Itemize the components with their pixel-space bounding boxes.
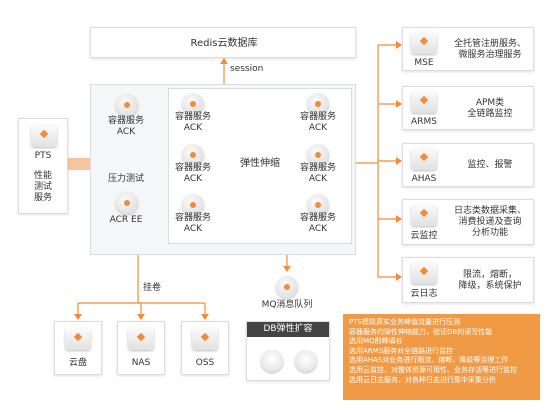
db-title-bar <box>247 322 329 337</box>
ack-icon <box>182 194 204 216</box>
ack-icon <box>307 93 329 115</box>
acr-icon <box>116 192 138 214</box>
storage-label: OSS <box>195 358 215 368</box>
pressure-test-label: 压力测试 <box>107 174 144 184</box>
note-line: 选用云日志服务，对各种日志进行集中采集分析 <box>349 375 496 384</box>
service-cloud-monitor: 云监控 日志类数据采集、 消费投递及查询 分析功能 <box>402 199 534 245</box>
left-ack-icon <box>116 94 138 116</box>
service-desc: 日志类数据采集、 消费投递及查询 分析功能 <box>453 206 526 238</box>
left-ack-label: 容器服务 ACK <box>107 116 144 137</box>
db-instance-icon <box>261 350 283 372</box>
storage-label: NAS <box>131 358 151 368</box>
ack-label: 容器服务 ACK <box>299 112 336 133</box>
mse-icon <box>411 32 437 54</box>
oss-icon <box>192 328 218 350</box>
redis-box: Redis云数据库 <box>90 27 356 58</box>
session-label: session <box>230 64 264 74</box>
service-desc: 全托管注册服务、 微服务治理服务 <box>453 39 526 60</box>
service-name: ARMS <box>411 117 437 127</box>
ahas-icon <box>411 148 437 170</box>
ack-icon <box>182 144 204 166</box>
storage-box-disk: 云盘 <box>54 321 102 375</box>
acr-label: ACR EE <box>109 215 143 225</box>
note-line: 选用AHAS对业务进行限流、熔断、降级等治理工作 <box>349 356 509 365</box>
pts-icon <box>31 125 57 147</box>
service-cloud-log: 云日志 限流，熔断， 降级，系统保护 <box>402 257 534 303</box>
pts-title: PTS <box>34 151 52 161</box>
ack-icon <box>307 194 329 216</box>
service-name: 云日志 <box>410 289 438 299</box>
cloud-disk-icon <box>65 328 91 350</box>
pts-box: PTS 性能 测试 服务 <box>18 118 68 214</box>
service-mse: MSE 全托管注册服务、 微服务治理服务 <box>402 27 534 71</box>
arms-icon <box>411 91 437 113</box>
mq-icon <box>276 276 298 298</box>
mount-label: 挂卷 <box>143 283 162 293</box>
pts-desc: 性能 测试 服务 <box>33 171 52 203</box>
ack-icon <box>182 93 204 115</box>
service-arms: ARMS APM类 全链路监控 <box>402 86 534 130</box>
service-name: 云监控 <box>410 231 438 241</box>
note-line: PTS模拟真实业务峰值流量进行压测 <box>349 318 460 326</box>
elastic-label: 弹性伸缩 <box>240 158 280 169</box>
summary-note: PTS模拟真实业务峰值流量进行压测 容器服务的弹性伸缩能力，验证DB的读写性能 … <box>343 314 540 400</box>
service-desc: APM类 全链路监控 <box>467 98 513 119</box>
note-line: 选用MQ削峰填谷 <box>349 337 403 346</box>
db-box: DB弹性扩容 <box>246 321 330 381</box>
cloud-log-icon <box>411 262 437 284</box>
nas-icon <box>128 328 154 350</box>
cloud-monitor-icon <box>411 204 437 226</box>
ack-label: 容器服务 ACK <box>174 163 211 184</box>
service-ahas: AHAS 监控、报警 <box>402 143 534 187</box>
service-name: MSE <box>414 58 434 68</box>
db-label: DB弹性扩容 <box>263 324 313 334</box>
service-desc: 监控、报警 <box>467 160 513 170</box>
mq-label: MQ消息队列 <box>261 300 313 310</box>
note-line: 选用云监控，对整体资源可用性、业务存活等进行监控 <box>349 365 517 374</box>
ack-label: 容器服务 ACK <box>299 163 336 184</box>
storage-box-oss: OSS <box>181 321 229 375</box>
ack-label: 容器服务 ACK <box>299 213 336 234</box>
storage-label: 云盘 <box>68 358 87 368</box>
service-desc: 限流，熔断， 降级，系统保护 <box>458 270 522 291</box>
storage-box-nas: NAS <box>117 321 165 375</box>
ack-icon <box>307 144 329 166</box>
service-name: AHAS <box>411 174 437 184</box>
note-line: 容器服务的弹性伸缩能力，验证DB的读写性能 <box>349 327 493 336</box>
db-instance-icon <box>295 350 317 372</box>
ack-label: 容器服务 ACK <box>174 112 211 133</box>
note-line: 选用ARMS服务对全链路进行监控 <box>349 346 454 355</box>
ack-label: 容器服务 ACK <box>174 213 211 234</box>
redis-label: Redis云数据库 <box>190 38 258 49</box>
